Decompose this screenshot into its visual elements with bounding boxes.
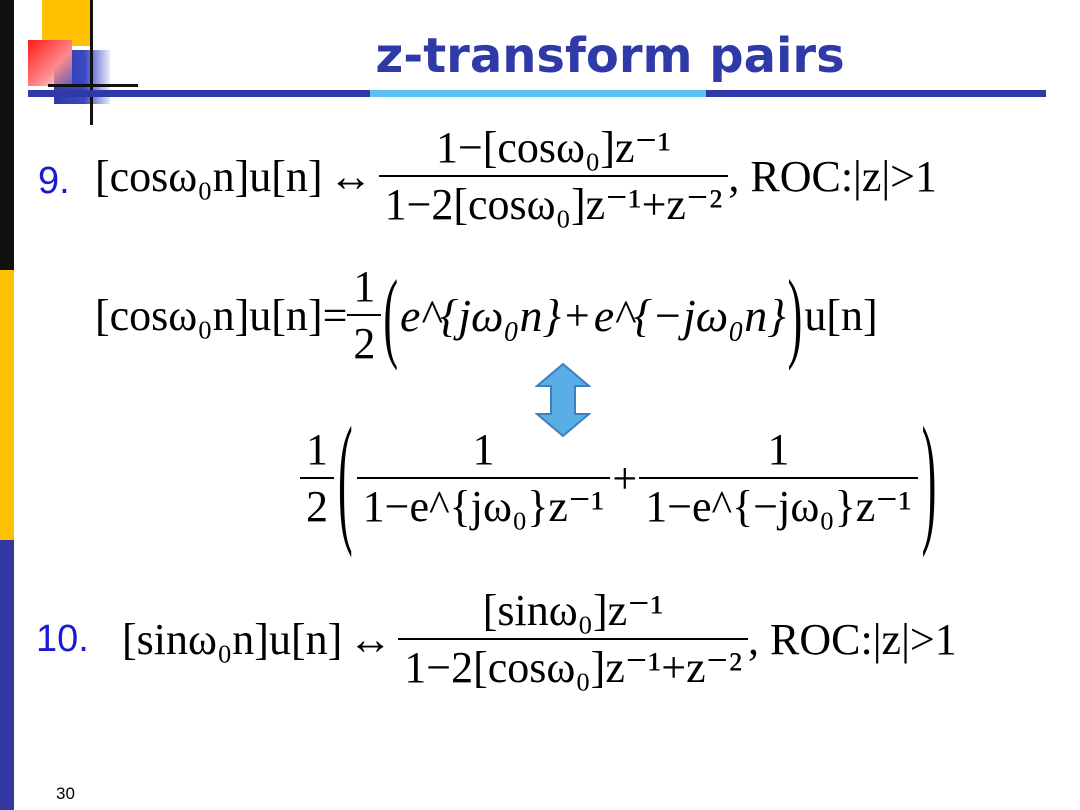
transform-half: 1 2 [300,424,334,532]
double-arrow-icon [535,362,591,438]
item-9-roc: , ROC:|z|>1 [728,151,937,201]
logo-square-yellow [42,0,92,46]
item-10-lhs: [sinω₀n]u[n] [122,614,343,664]
item-9-equation: [cosω₀n]u[n] ↔ 1−[cosω₀]z⁻¹ 1−2[cosω₀]z⁻… [95,122,937,230]
close-paren: ) [787,258,803,372]
item-10-numerator: [sinω₀]z⁻¹ [482,586,664,635]
transform-expression: 1 2 ( 1 1−e^{jω₀}z⁻¹ + 1 1−e^{−jω₀}z⁻¹ ) [300,397,940,559]
title-rule-dark [28,90,370,97]
item-10-arrow: ↔ [348,614,393,664]
expansion-tail: u[n] [804,290,878,340]
expansion-half-denominator: 2 [347,314,382,369]
transform-fraction-2-numerator: 1 [767,425,790,474]
left-bar-top [0,0,14,270]
transform-close-paren: ) [921,397,937,559]
left-bar-mid [0,270,14,540]
transform-half-numerator: 1 [306,425,328,474]
item-10-roc: , ROC:|z|>1 [748,614,957,664]
expansion-term-1: e^{jω₀n} [400,289,561,341]
transform-plus: + [612,453,638,503]
transform-half-denominator: 2 [300,477,334,532]
item-10-number: 10. [36,618,89,660]
item-10-denominator: 1−2[cosω₀]z⁻¹+z⁻² [398,638,749,693]
item-9-lhs: [cosω₀n]u[n] [95,151,323,201]
logo-line-vertical [90,0,93,125]
expansion-term-2: e^{−jω₀n} [593,289,786,341]
transform-fraction-1-denominator: 1−e^{jω₀}z⁻¹ [356,477,611,532]
expansion-half: 1 2 [347,261,382,369]
title-rule-light [370,90,706,97]
item-10-fraction: [sinω₀]z⁻¹ 1−2[cosω₀]z⁻¹+z⁻² [398,585,749,693]
item-9-number: 9. [38,160,70,202]
open-paren: ( [383,258,399,372]
expansion-lhs: [cosω₀n]u[n]= [95,290,348,340]
item-9-denominator: 1−2[cosω₀]z⁻¹+z⁻² [378,175,729,230]
item-10-equation: [sinω₀n]u[n] ↔ [sinω₀]z⁻¹ 1−2[cosω₀]z⁻¹+… [122,585,957,693]
transform-fraction-1-numerator: 1 [472,425,495,474]
logo-decoration [28,0,138,125]
transform-fraction-1: 1 1−e^{jω₀}z⁻¹ [356,424,611,532]
expansion-half-numerator: 1 [353,262,376,311]
title-rule-dark-right [706,90,1046,97]
page-number: 30 [56,784,75,803]
left-bar-bottom [0,540,14,810]
item-9-fraction: 1−[cosω₀]z⁻¹ 1−2[cosω₀]z⁻¹+z⁻² [378,122,729,230]
item-9-arrow: ↔ [328,151,373,201]
page-title: z-transform pairs [375,28,845,84]
transform-fraction-2-denominator: 1−e^{−jω₀}z⁻¹ [639,477,918,532]
cosine-expansion: [cosω₀n]u[n]= 1 2 ( e^{jω₀n} + e^{−jω₀n}… [95,259,878,372]
expansion-plus: + [564,290,590,340]
logo-square-red [28,40,72,86]
transform-fraction-2: 1 1−e^{−jω₀}z⁻¹ [639,424,918,532]
item-9-numerator: 1−[cosω₀]z⁻¹ [435,123,671,172]
transform-open-paren: ( [338,397,353,559]
logo-line-horizontal [48,84,138,87]
